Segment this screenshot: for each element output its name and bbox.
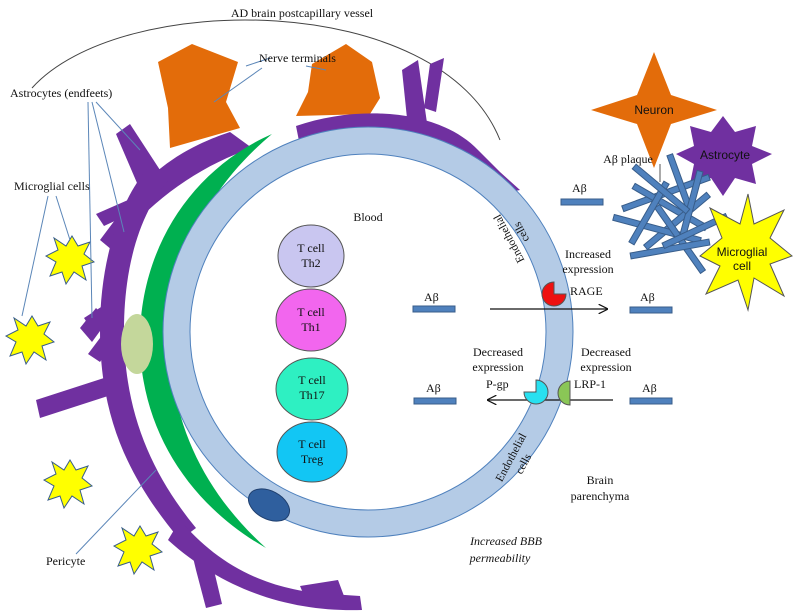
- title-bracket: [31, 19, 501, 141]
- diagram-title: AD brain postcapillary vessel: [231, 6, 374, 20]
- pericyte-crescent: [140, 134, 272, 548]
- microglial-cell: Microglial cell: [699, 193, 793, 312]
- abeta-blood-upper: Aβ: [412, 290, 456, 313]
- svg-text:LRP-1: LRP-1: [574, 377, 606, 391]
- svg-text:expression: expression: [562, 262, 613, 276]
- neuron: Neuron: [591, 52, 717, 168]
- brain-label-2: parenchyma: [571, 489, 630, 503]
- svg-text:P-gp: P-gp: [486, 377, 509, 391]
- svg-text:expression: expression: [472, 360, 523, 374]
- svg-text:Th1: Th1: [301, 320, 320, 334]
- bbb-label-2: permeability: [469, 551, 531, 565]
- lrp1-receptor: LRP-1 Decreased expression: [557, 345, 632, 406]
- svg-text:Aβ: Aβ: [426, 381, 441, 395]
- svg-text:T cell: T cell: [298, 437, 326, 451]
- svg-text:cell: cell: [733, 259, 751, 273]
- abeta-blood-lower: Aβ: [413, 381, 457, 405]
- t-cell-th2: T cell Th2: [277, 224, 345, 288]
- svg-text:T cell: T cell: [297, 305, 325, 319]
- bbb-label-1: Increased BBB: [469, 534, 543, 548]
- microglia-pointer-1: [55, 195, 71, 241]
- nerve-terminal-left: [158, 44, 240, 148]
- t-cell-th1: T cell Th1: [275, 288, 347, 352]
- brain-label-1: Brain: [587, 473, 614, 487]
- nerve-pointer-2: [213, 67, 263, 103]
- svg-text:Aβ: Aβ: [424, 290, 439, 304]
- astro-pointer-1: [91, 101, 125, 233]
- svg-text:Aβ: Aβ: [572, 181, 587, 195]
- pericyte-nucleus: [121, 314, 153, 374]
- svg-text:Aβ: Aβ: [640, 290, 655, 304]
- small-microglia: [4, 235, 164, 576]
- abeta-plaque: [612, 153, 729, 275]
- vessel-lumen: [189, 153, 547, 511]
- svg-text:T cell: T cell: [297, 241, 325, 255]
- svg-text:Decreased: Decreased: [581, 345, 631, 359]
- abeta-free: Aβ: [560, 181, 604, 206]
- microglia-pointer-2: [21, 195, 49, 317]
- microglial-cells-label: Microglial cells: [14, 179, 90, 193]
- svg-text:Astrocyte: Astrocyte: [700, 148, 750, 162]
- astrocytes-label: Astrocytes (endfeets): [10, 86, 112, 100]
- pericyte-pointer: [75, 469, 157, 555]
- abeta-brain-upper: Aβ: [629, 290, 673, 314]
- endothelial-nucleus: [247, 488, 291, 522]
- svg-text:Microglial: Microglial: [717, 245, 768, 259]
- astro-pointer-3: [95, 101, 141, 151]
- svg-text:Increased: Increased: [565, 247, 611, 261]
- abeta-brain-lower: Aβ: [629, 381, 673, 405]
- blood-label: Blood: [353, 210, 382, 224]
- t-cell-th17: T cell Th17: [275, 357, 349, 421]
- t-cell-treg: T cell Treg: [276, 421, 348, 483]
- nerve-terminals-label: Nerve terminals: [259, 51, 336, 65]
- astro-pointer-2: [87, 101, 93, 319]
- pgp-transporter: P-gp Decreased expression: [472, 345, 549, 405]
- svg-text:T cell: T cell: [298, 373, 326, 387]
- nerve-pointer-1: [245, 57, 271, 67]
- rage-receptor: RAGE Increased expression: [541, 247, 614, 307]
- svg-text:RAGE: RAGE: [570, 284, 603, 298]
- abeta-plaque-label: Aβ plaque: [603, 152, 653, 166]
- svg-text:expression: expression: [580, 360, 631, 374]
- svg-text:Treg: Treg: [301, 452, 323, 466]
- nerve-terminal-right: [296, 44, 380, 116]
- svg-text:Th17: Th17: [299, 388, 324, 402]
- svg-text:Aβ: Aβ: [642, 381, 657, 395]
- nerve-pointer-3: [305, 65, 327, 71]
- svg-text:Decreased: Decreased: [473, 345, 523, 359]
- pericyte-label: Pericyte: [46, 554, 85, 568]
- svg-text:Neuron: Neuron: [634, 103, 673, 117]
- svg-text:Th2: Th2: [301, 256, 320, 270]
